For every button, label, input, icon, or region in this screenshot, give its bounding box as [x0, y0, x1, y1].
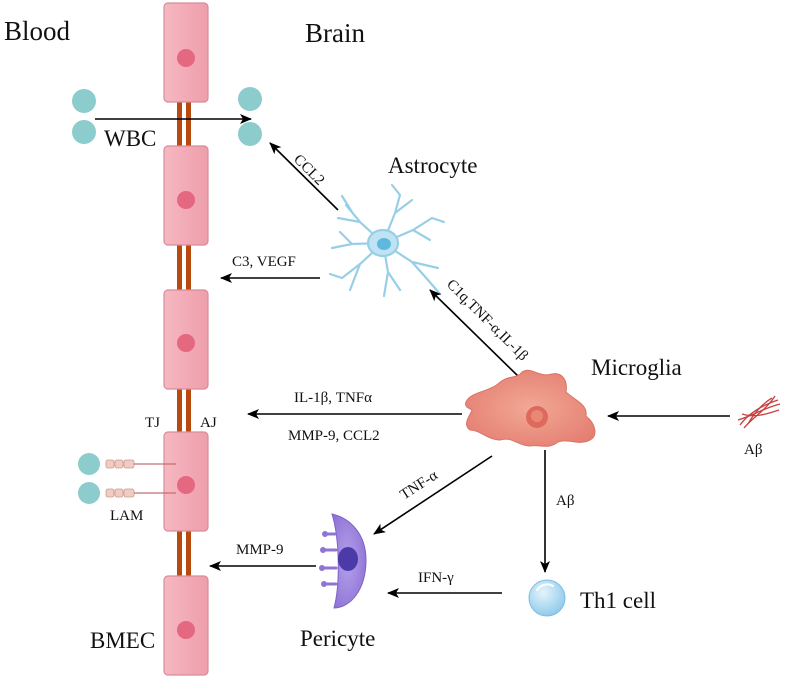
mmp9-ccl2-label: MMP-9, CCL2 [288, 428, 380, 444]
endothelial-cell-3 [163, 289, 209, 390]
pericyte-label: Pericyte [300, 626, 375, 651]
endothelial-cell-2 [163, 145, 209, 246]
microglia-icon [465, 369, 596, 447]
abeta-source-label: Aβ [744, 442, 762, 458]
pericyte-icon [319, 513, 367, 609]
endothelial-cell-4 [163, 431, 209, 532]
brain-label: Brain [305, 18, 365, 48]
c1q-tnf-il1b-arrow [429, 289, 521, 379]
blood-label: Blood [4, 16, 71, 46]
c3-vegf-label: C3, VEGF [232, 254, 296, 270]
wbc-label: WBC [104, 126, 156, 151]
tj-label: TJ [145, 415, 160, 431]
tnf-alpha-arrow [373, 455, 493, 535]
amyloid-beta-fibril-icon [737, 395, 781, 429]
tnf-alpha-label: TNF-α [397, 467, 440, 503]
ccl2-arrow [269, 142, 339, 211]
ifn-gamma-label: IFN-γ [418, 570, 454, 586]
microglia-label: Microglia [591, 355, 682, 380]
aj-label: AJ [200, 415, 217, 431]
th1-cell-label: Th1 cell [580, 588, 656, 613]
astrocyte-label: Astrocyte [388, 153, 477, 178]
leukocyte-adhesion-molecule-icon [78, 453, 176, 504]
astrocyte-icon [328, 183, 446, 298]
mmp9-label: MMP-9 [236, 542, 284, 558]
il1b-tnfa-label: IL-1β, TNFα [294, 390, 372, 406]
th1-cell-icon [528, 579, 566, 617]
endothelial-cell-5 [163, 575, 209, 676]
lam-label: LAM [110, 508, 143, 524]
junction-strands [177, 100, 191, 577]
endothelial-cell-1 [163, 2, 209, 103]
white-blood-cell-icon [72, 87, 262, 146]
bmec-label: BMEC [90, 628, 155, 653]
abeta-arrow-label: Aβ [556, 493, 574, 509]
ccl2-label: CCL2 [290, 152, 327, 189]
c1q-tnf-il1b-label: C1q,TNF-α,IL-1β [443, 277, 531, 365]
